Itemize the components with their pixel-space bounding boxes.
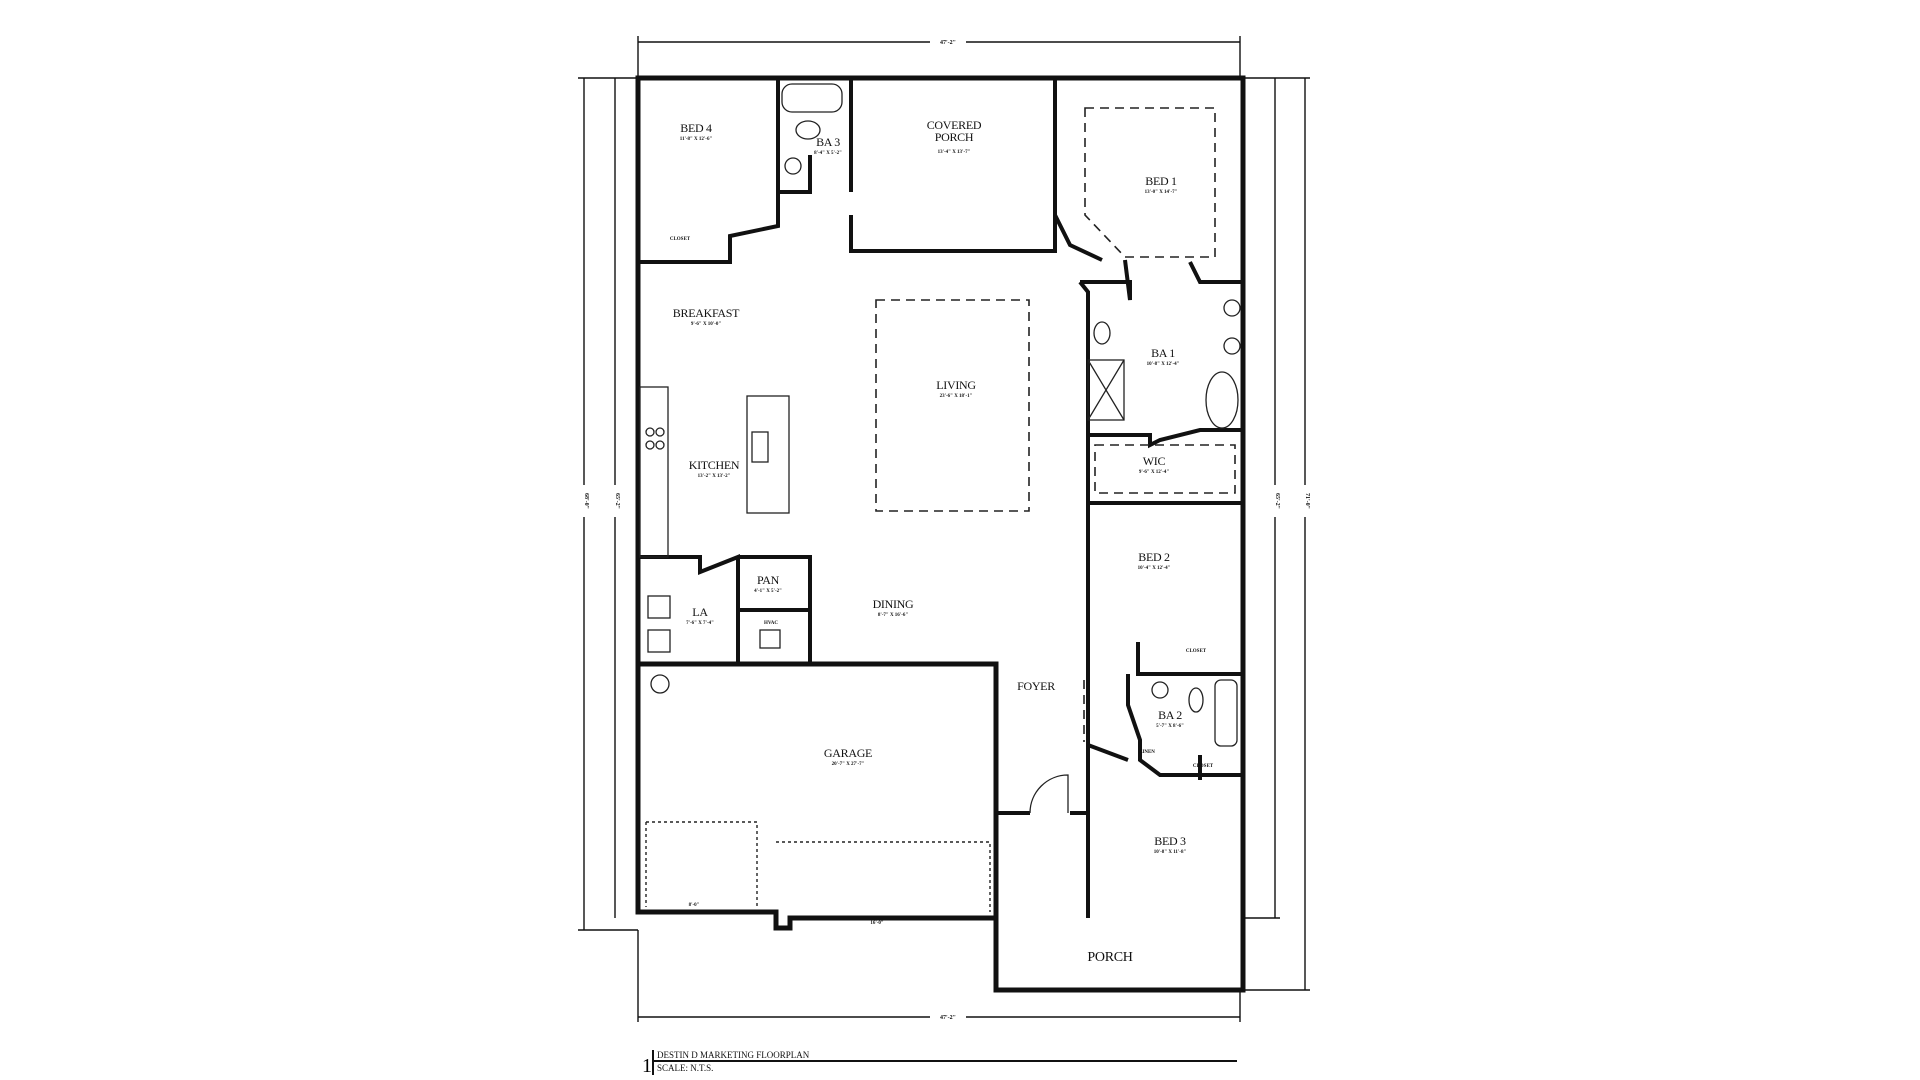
room-label-la: LA	[692, 605, 708, 619]
room-label-hvac: HVAC	[764, 621, 778, 626]
room-label-wic: WIC	[1143, 454, 1166, 468]
room-label-kitchen: KITCHEN	[689, 458, 740, 472]
room-label-living: LIVING	[936, 378, 976, 392]
bathtub-icon	[781, 83, 843, 113]
ba1-tub-icon	[1205, 371, 1239, 429]
room-label-bed3: BED 3	[1154, 834, 1186, 848]
room-label-bed4: BED 4	[680, 121, 712, 135]
ba2-tub-icon	[1214, 679, 1238, 747]
room-label-dining: DINING	[873, 597, 914, 611]
fixtures	[639, 83, 1241, 814]
room-size-bed3: 10'-8" X 11'-8"	[1154, 850, 1187, 855]
ba2-toilet-icon	[1188, 687, 1204, 713]
plan-title: DESTIN D MARKETING FLOORPLAN	[657, 1050, 810, 1060]
room-label-ba3: BA 3	[816, 135, 840, 149]
dim-left-outer: 68'-0"	[583, 493, 589, 509]
dim-left-inner: 65'-2"	[614, 493, 620, 509]
room-size-ba1: 10'-8" X 12'-4"	[1147, 362, 1180, 367]
room-size-bed2: 10'-4" X 12'-4"	[1138, 566, 1171, 571]
sheet-number: 1	[642, 1055, 652, 1077]
title-block: 1 DESTIN D MARKETING FLOORPLAN SCALE: N.…	[642, 1050, 1237, 1077]
closet-label: CLOSET	[1186, 649, 1207, 654]
room-label-covered-porch-1: COVERED	[927, 118, 982, 132]
room-label-linen: LINEN	[1139, 750, 1155, 755]
room-size-kitchen: 13'-2" X 13'-2"	[698, 474, 731, 479]
dryer-icon	[647, 629, 671, 653]
sink-icon	[784, 157, 802, 175]
room-size-garage: 20'-7" X 27'-7"	[832, 762, 865, 767]
room-label-foyer: FOYER	[1017, 679, 1055, 693]
wic-shelf	[1094, 444, 1236, 494]
room-size-living: 23'-6" X 18'-1"	[940, 394, 973, 399]
toilet-icon	[795, 120, 821, 140]
garage-door-width-large: 16'-0"	[870, 921, 884, 926]
kitchen-island	[746, 395, 790, 514]
dim-bottom: 47'-2"	[940, 1015, 956, 1021]
bed1-ceiling-outline	[1084, 107, 1216, 258]
room-size-bed1: 13'-0" X 14'-7"	[1145, 190, 1178, 195]
ba1-sink-icon	[1223, 337, 1241, 355]
kitchen-counter	[639, 386, 669, 558]
room-size-bed4: 11'-8" X 12'-6"	[680, 137, 713, 142]
interior-walls	[638, 78, 1243, 918]
exterior-wall	[635, 75, 1246, 993]
room-size-covered-porch: 13'-4" X 13'-7"	[938, 150, 971, 155]
room-label-ba2: BA 2	[1158, 708, 1182, 722]
closet-label: CLOSET	[670, 237, 691, 242]
room-size-pan: 4'-1" X 5'-2"	[754, 589, 782, 594]
garage-wall	[638, 661, 999, 918]
dim-right-inner: 65'-2"	[1274, 493, 1280, 509]
room-label-bed1: BED 1	[1145, 174, 1177, 188]
room-size-ba3: 8'-4" X 5'-2"	[814, 151, 842, 156]
ba1-sink-icon	[1223, 299, 1241, 317]
living-ceiling-outline	[875, 299, 1030, 512]
room-size-wic: 9'-6" X 12'-4"	[1139, 470, 1169, 475]
water-heater-icon	[650, 674, 670, 694]
garage-door-outlines	[645, 821, 991, 912]
room-label-porch: PORCH	[1087, 950, 1132, 965]
garage-door-width-small: 8'-0"	[689, 903, 700, 908]
dim-right-outer: 71'-0"	[1304, 493, 1310, 509]
room-label-pan: PAN	[757, 573, 780, 587]
shower-icon	[1087, 359, 1125, 421]
washer-icon	[647, 595, 671, 619]
plan-scale: SCALE: N.T.S.	[657, 1063, 713, 1073]
stove-icon	[645, 427, 655, 437]
room-size-dining: 8'-7" X 16'-6"	[878, 613, 908, 618]
room-label-covered-porch-2: PORCH	[935, 130, 974, 144]
room-size-la: 7'-6" X 7'-4"	[686, 621, 714, 626]
dimension-lines	[578, 36, 1310, 1022]
room-label-ba1: BA 1	[1151, 346, 1175, 360]
dim-top: 47'-2"	[940, 40, 956, 46]
room-label-garage: GARAGE	[824, 746, 872, 760]
ba2-sink-icon	[1151, 681, 1169, 699]
kitchen-sink-icon	[751, 431, 769, 463]
room-size-breakfast: 9'-6" X 10'-0"	[691, 322, 721, 327]
room-size-ba2: 5'-7" X 8'-6"	[1156, 724, 1184, 729]
room-label-breakfast: BREAKFAST	[673, 306, 740, 320]
hvac-unit-icon	[759, 629, 781, 649]
ba1-toilet-icon	[1093, 321, 1111, 345]
room-label-bed2: BED 2	[1138, 550, 1170, 564]
front-door-swing	[1029, 774, 1069, 814]
closet-label: CLOSET	[1193, 764, 1214, 769]
